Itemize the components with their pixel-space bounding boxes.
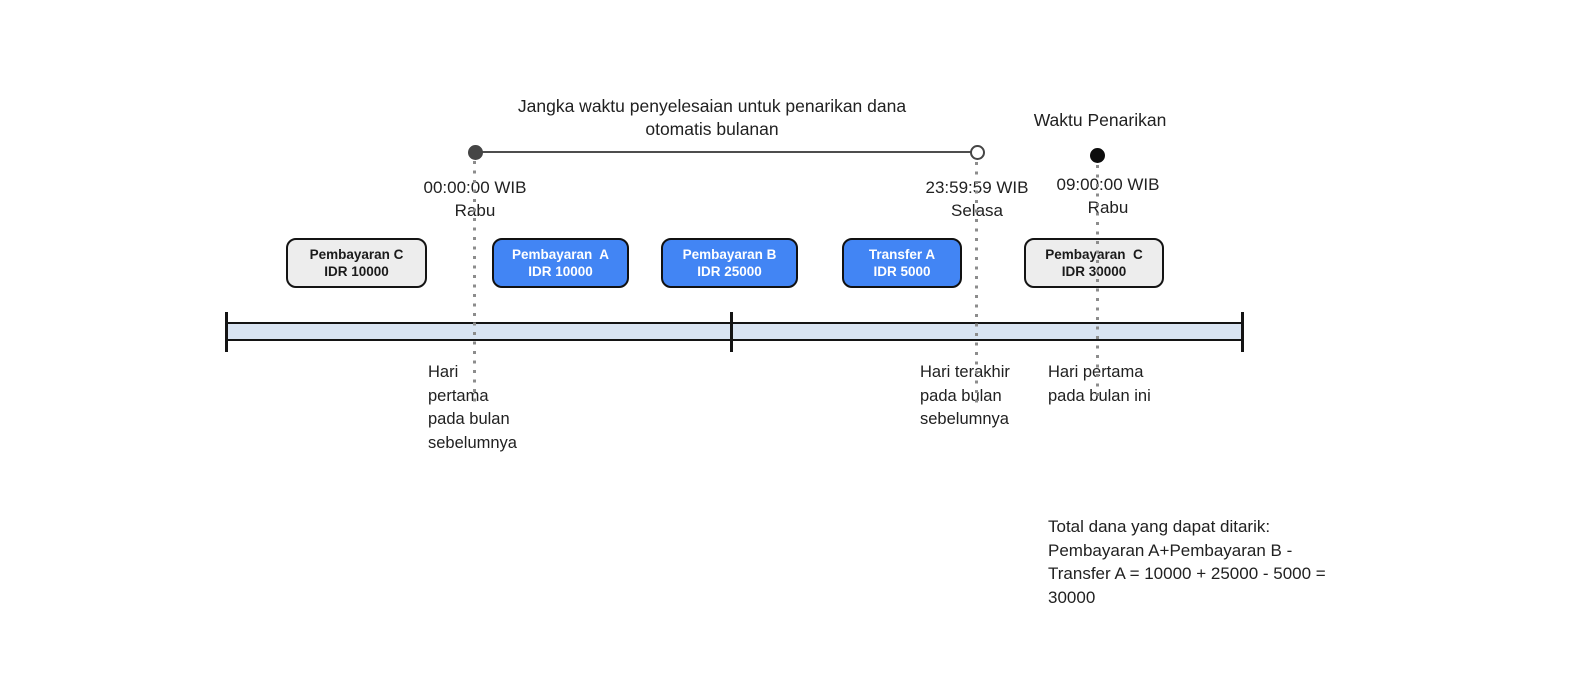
payment-name: Pembayaran B — [682, 246, 777, 262]
withdrawal-time-label: 09:00:00 WIB Rabu — [1056, 175, 1160, 217]
payment-amount: IDR 10000 — [528, 264, 593, 279]
payment-box-pembayaran-c-prev: Pembayaran C IDR 10000 — [286, 238, 427, 288]
withdrawal-title: Waktu Penarikan — [1033, 110, 1167, 130]
settlement-window-bracket — [476, 151, 977, 153]
marker-last-day-prev-month: Hari terakhir pada bulan sebelumnya — [920, 363, 1010, 428]
payment-box-transfer-a: Transfer A IDR 5000 — [842, 238, 962, 288]
payment-amount: IDR 10000 — [324, 264, 389, 279]
withdrawal-point-icon — [1090, 148, 1105, 163]
payment-name: Pembayaran A — [511, 246, 610, 262]
timeline-bar — [227, 322, 1244, 341]
diagram-title: Jangka waktu penyelesaian untuk penarika… — [517, 96, 907, 139]
total-note: Total dana yang dapat ditarik: Pembayara… — [1048, 517, 1326, 607]
payment-amount: IDR 30000 — [1061, 264, 1127, 279]
dotted-guide-end — [975, 162, 978, 404]
payment-box-pembayaran-a: Pembayaran A IDR 10000 — [492, 238, 629, 288]
payment-name: Transfer A — [868, 246, 936, 262]
payment-box-pembayaran-c-current: Pembayaran C IDR 30000 — [1024, 238, 1164, 288]
timeline-tick-left — [225, 312, 228, 352]
marker-first-day-prev-month: Hari pertama pada bulan sebelumnya — [428, 363, 517, 452]
payment-amount: IDR 5000 — [873, 264, 931, 279]
payment-name: Pembayaran C — [1045, 246, 1143, 262]
dotted-guide-withdrawal — [1096, 165, 1099, 402]
timeline-tick-middle — [730, 312, 733, 352]
payment-amount: IDR 25000 — [697, 264, 762, 279]
marker-first-day-this-month: Hari pertama pada bulan ini — [1048, 363, 1151, 405]
bracket-end-circle-icon — [970, 145, 985, 160]
payment-name: Pembayaran C — [309, 246, 404, 262]
bracket-start-dot-icon — [468, 145, 483, 160]
dotted-guide-start — [473, 161, 476, 404]
payment-box-pembayaran-b: Pembayaran B IDR 25000 — [661, 238, 798, 288]
timeline-tick-right — [1241, 312, 1244, 352]
